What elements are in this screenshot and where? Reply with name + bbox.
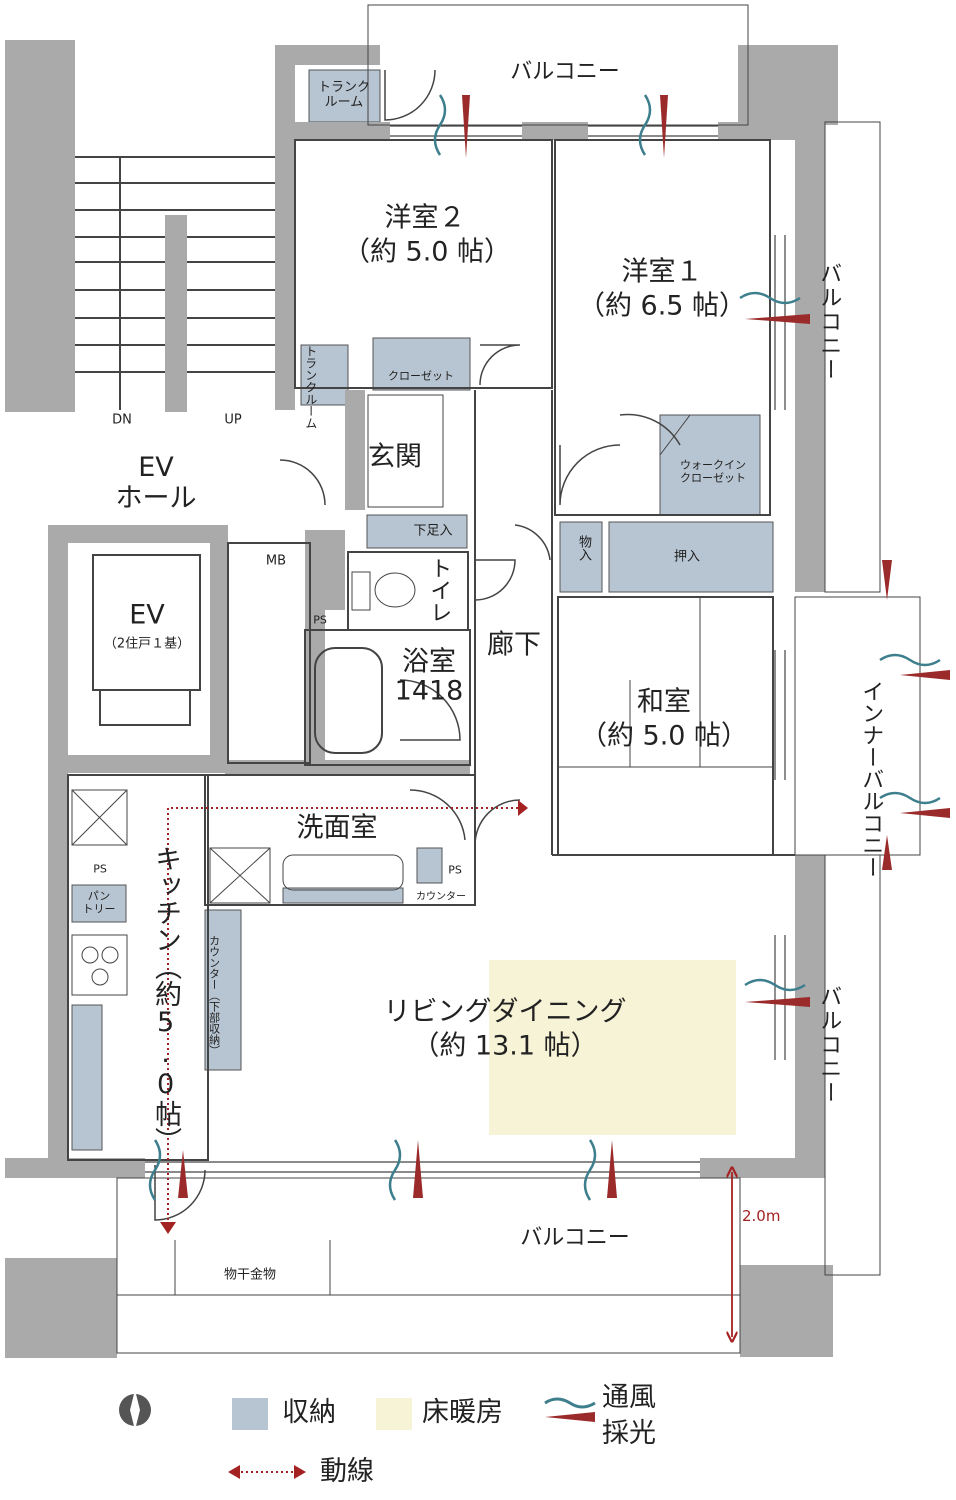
partitions <box>67 4 921 1354</box>
living-room-size: （約 13.1 帖） <box>412 1030 598 1062</box>
entrance-label: 玄関 <box>368 441 422 473</box>
counter-storage-label: カウンター（下部収納） <box>207 935 221 1056</box>
trunk-room-top-label: トランク ルーム <box>317 80 371 110</box>
living-room-name: リビングダイニング <box>383 996 627 1028</box>
kitchen-label: キッチン（約5.0帖） <box>150 845 182 1154</box>
ps-label-2: PS <box>448 863 462 877</box>
dimension-label: 2.0m <box>742 1207 781 1225</box>
windows <box>145 125 786 1173</box>
ev-hall-label: EV ホール <box>115 451 197 514</box>
inner-balcony-label: インナーバルコニー <box>858 680 884 878</box>
western-room-2-name: 洋室２ <box>384 202 466 234</box>
legend-lighting-text: 採光 <box>602 1418 656 1449</box>
balcony-bottom-label: バルコニー <box>520 1225 630 1251</box>
western-room-1-size: （約 6.5 帖） <box>577 290 747 322</box>
western-room-1-name: 洋室１ <box>621 256 703 288</box>
stairs-up-label: UP <box>224 412 242 428</box>
legend-storage-swatch <box>232 1398 268 1430</box>
closet-label: クローゼット <box>388 369 454 383</box>
legend-ventilation-text: 通風 <box>602 1382 656 1413</box>
ventilation-lighting-marks <box>148 94 950 1201</box>
ev-label: EV <box>129 599 165 631</box>
legend-heating-text: 床暖房 <box>422 1397 503 1428</box>
legend-storage-text: 収納 <box>282 1397 336 1428</box>
balcony-right-lower-label: バルコニー <box>816 985 842 1105</box>
pantry-label: パン トリー <box>82 889 116 915</box>
corridor-label: 廊下 <box>487 629 541 661</box>
doors <box>154 69 681 1221</box>
balcony-right-upper-label: バルコニー <box>816 262 842 382</box>
mono-storage-label: 物入 <box>575 535 591 561</box>
legend-flow-text: 動線 <box>320 1456 374 1487</box>
legend-heating-swatch <box>376 1398 412 1430</box>
legend-swatches <box>119 1390 596 1479</box>
japanese-room-size: （約 5.0 帖） <box>579 720 749 752</box>
legend-lighting-icon <box>545 1412 595 1422</box>
flow-line <box>167 807 518 1225</box>
toilet-label: トイレ <box>426 557 452 623</box>
bath-label: 浴室 <box>402 646 456 678</box>
walkin-closet-label: ウォークイン クローゼット <box>680 458 746 484</box>
drying-hardware-label: 物干金物 <box>223 1267 277 1283</box>
washroom-label: 洗面室 <box>296 812 378 844</box>
shoe-storage-label: 下足入 <box>413 523 453 539</box>
ev-note-label: （2住戸１基） <box>103 636 191 652</box>
counter-small-label: カウンター <box>416 891 466 903</box>
ps-label-3: PS <box>93 862 107 876</box>
oshiire-label: 押入 <box>673 549 701 565</box>
bath-code-label: 1418 <box>394 675 464 707</box>
stairs-dn-label: DN <box>112 412 132 428</box>
mb-label: MB <box>265 553 287 569</box>
japanese-room-name: 和室 <box>637 686 691 718</box>
floor-heating-area <box>489 960 736 1135</box>
legend-ventilation-icon <box>544 1397 596 1409</box>
ps-label-1: PS <box>313 613 327 627</box>
balcony-top-label: バルコニー <box>510 59 620 85</box>
trunk-room-side-label: トランクルーム <box>303 345 318 429</box>
western-room-2-size: （約 5.0 帖） <box>342 236 512 268</box>
